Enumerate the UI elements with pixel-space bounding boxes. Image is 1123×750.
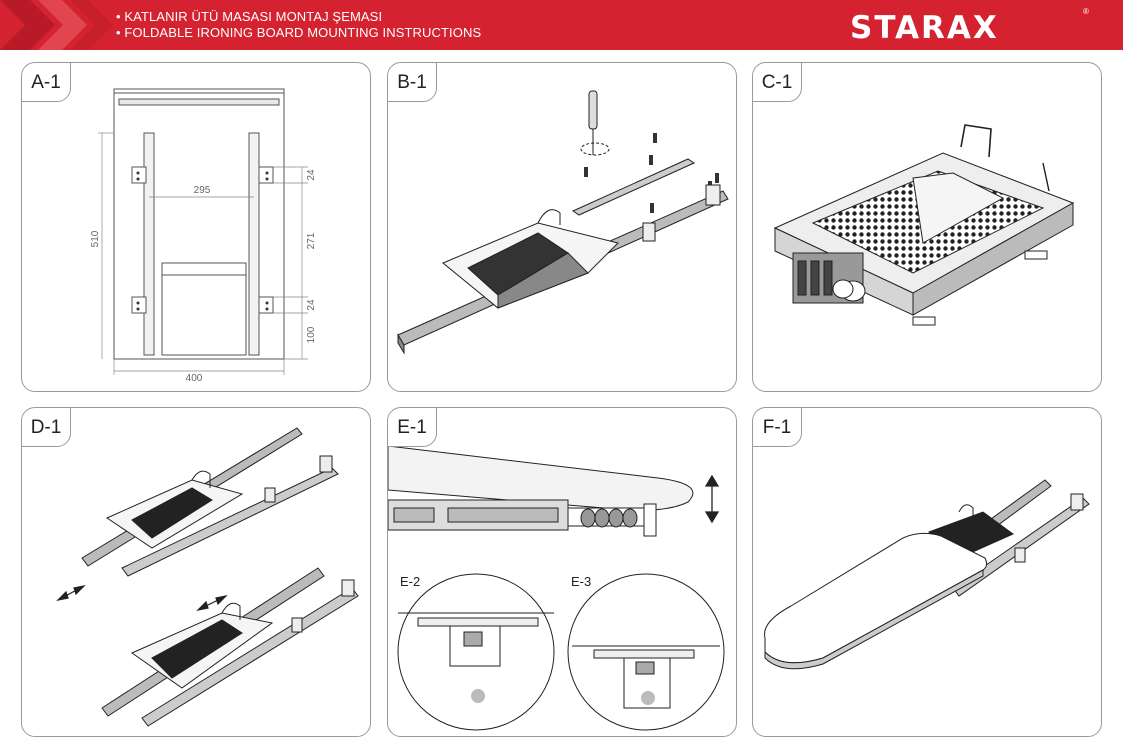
extended-board-illustration — [764, 479, 1090, 670]
panel-e1: E-1 — [387, 407, 737, 737]
rail-installation-illustration — [397, 90, 729, 355]
title-turkish: • KATLANIR ÜTÜ MASASI MONTAJ ŞEMASI — [116, 9, 383, 24]
screwdriver-icon — [588, 90, 598, 155]
dim-top-offset: 24 — [306, 169, 317, 181]
rotation-arrow-icon — [580, 142, 610, 156]
dim-width: 400 — [186, 373, 203, 384]
panel-label: E-1 — [388, 408, 437, 447]
panel-label: B-1 — [388, 63, 437, 102]
brand-wordmark: STARAX — [850, 10, 999, 46]
chevron-arrows-graphic — [0, 0, 113, 50]
panel-c1: C-1 — [752, 62, 1102, 392]
dim-height: 510 — [90, 230, 101, 247]
detail-e3 — [567, 573, 725, 731]
panel-f1: F-1 — [752, 407, 1102, 737]
dim-base: 100 — [306, 326, 317, 343]
registered-mark: ® — [1083, 7, 1089, 16]
header-banner: • KATLANIR ÜTÜ MASASI MONTAJ ŞEMASI • FO… — [0, 0, 1123, 50]
sliding-direction-illustration — [56, 427, 359, 727]
panel-label: F-1 — [753, 408, 802, 447]
cabinet-dimension-drawing: 400 510 295 24 271 24 100 — [90, 88, 317, 384]
dim-bottom-offset: 24 — [306, 299, 317, 311]
detail-label-e2: E-2 — [400, 574, 421, 589]
panel-b1: B-1 — [387, 62, 737, 392]
panel-label: C-1 — [753, 63, 802, 102]
panel-label: A-1 — [22, 63, 71, 102]
height-adjustment-illustration — [388, 445, 725, 731]
panel-a1: A-1 — [21, 62, 371, 392]
detail-e2 — [397, 573, 555, 731]
dim-middle: 271 — [306, 232, 317, 249]
double-arrow-icons — [56, 585, 228, 611]
dim-spacing: 295 — [194, 185, 211, 196]
panel-label: D-1 — [22, 408, 71, 447]
detail-label-e3: E-3 — [571, 574, 592, 589]
vertical-arrow-icon — [704, 474, 720, 524]
panel-d1: D-1 — [21, 407, 371, 737]
header-title-block: • KATLANIR ÜTÜ MASASI MONTAJ ŞEMASI • FO… — [116, 9, 481, 41]
assembled-board-illustration — [773, 124, 1075, 326]
brand-logo: STARAX ® — [850, 7, 1090, 46]
title-english: • FOLDABLE IRONING BOARD MOUNTING INSTRU… — [116, 25, 482, 40]
